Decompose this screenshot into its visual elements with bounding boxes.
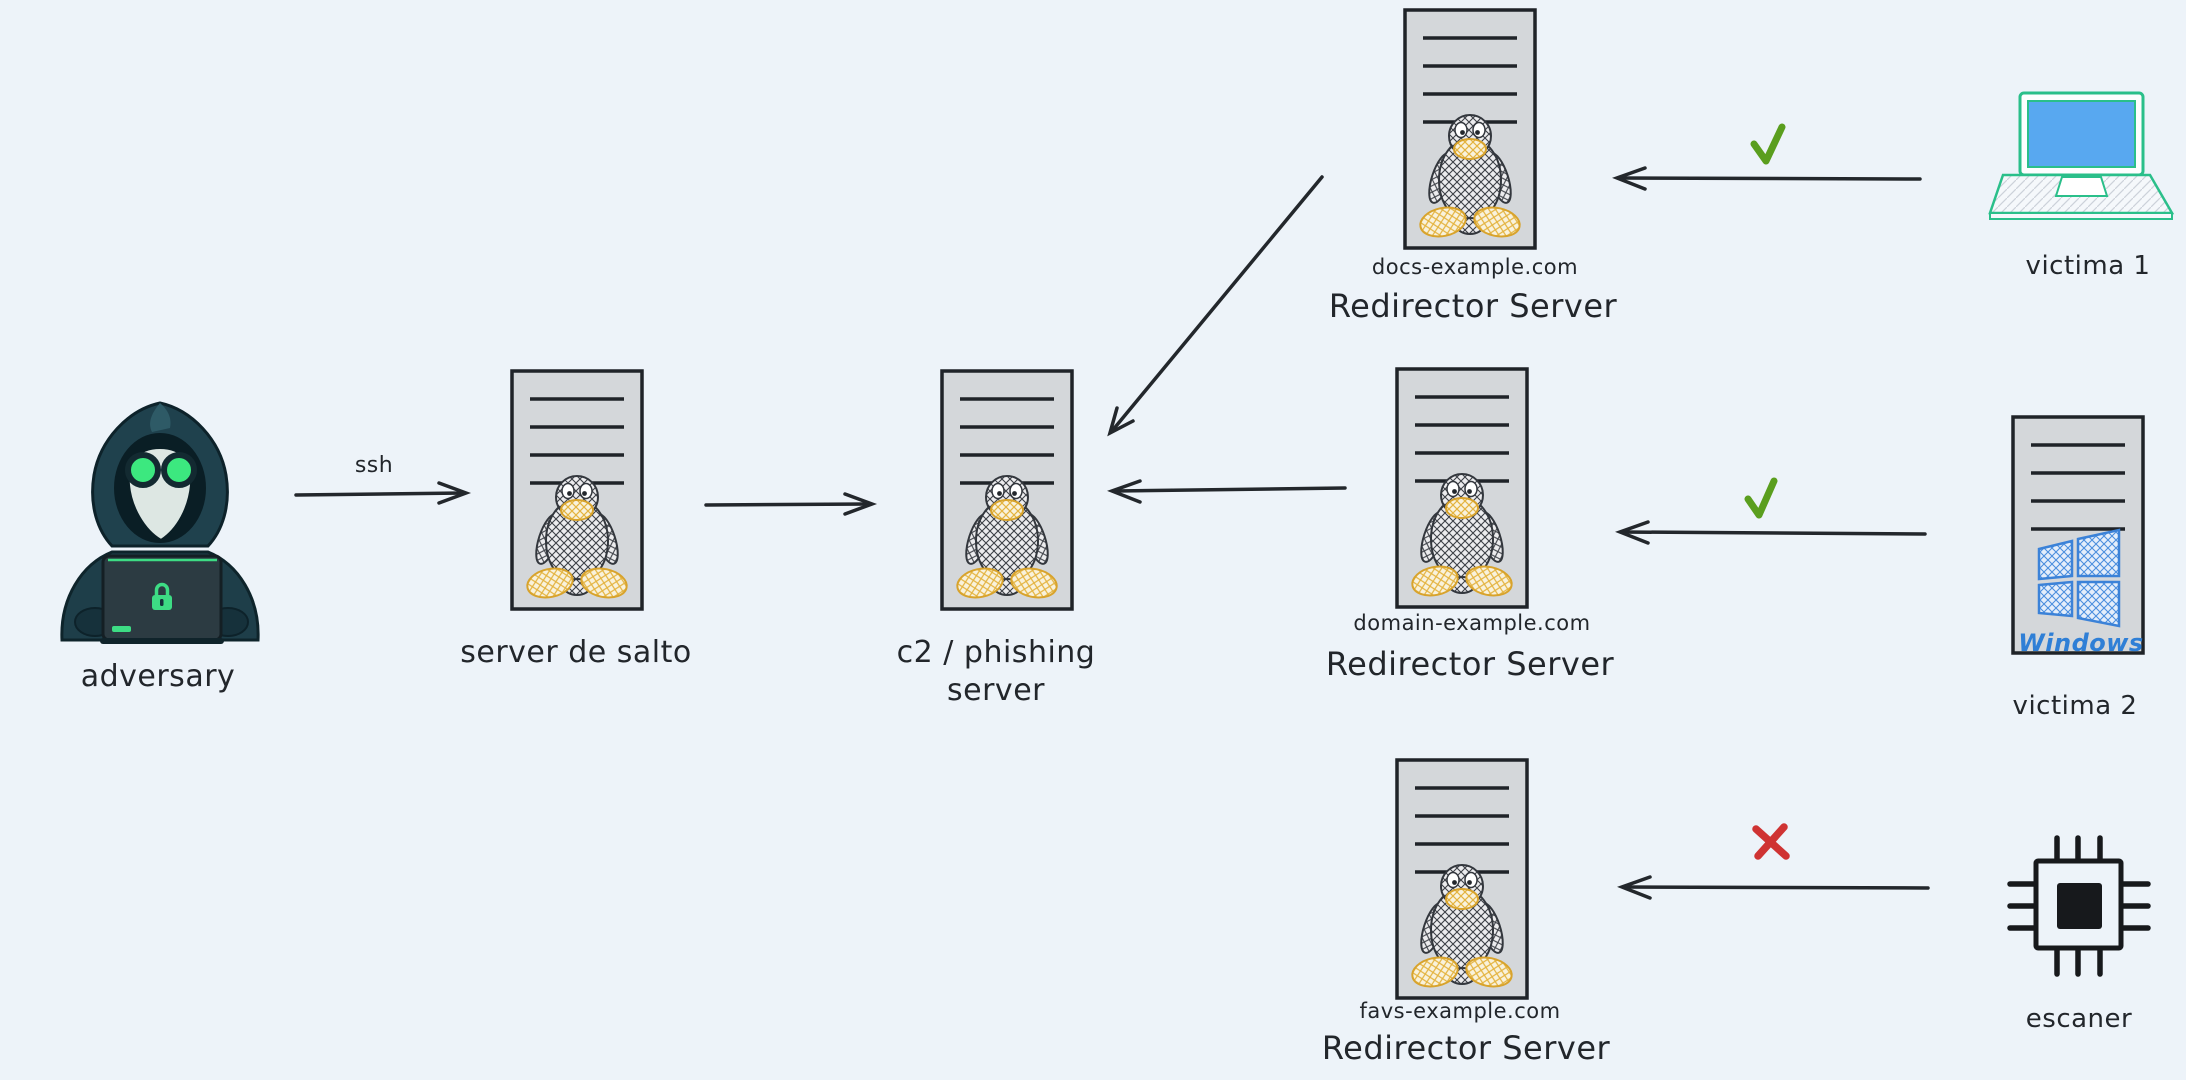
windows-label: Windows [2018, 629, 2144, 657]
redirector-middle-label: Redirector Server [1325, 645, 1615, 683]
laptop-icon [1988, 91, 2175, 220]
victim2-label: victima 2 [2012, 691, 2138, 721]
redirector-middle-icon [1397, 369, 1527, 607]
scanner-label: escaner [2025, 1004, 2133, 1034]
edge-scanner-to-redirector-bottom [1617, 875, 1930, 900]
chip-icon [2007, 835, 2151, 977]
redirector-bottom-domain: favs-example.com [1359, 999, 1561, 1023]
edge-victim2-to-redirector-middle [1615, 520, 1927, 545]
windows-server-icon [2011, 415, 2145, 655]
redirector-middle-domain: domain-example.com [1353, 611, 1591, 635]
jump-server-label: server de salto [460, 635, 692, 670]
edge-redirector-top-to-c2 [1107, 175, 1324, 437]
redirector-bottom-icon [1397, 760, 1527, 998]
ssh-edge-label: ssh [354, 453, 394, 478]
redirector-top-label: Redirector Server [1328, 287, 1618, 325]
c2-server-icon [942, 371, 1072, 609]
redirector-top-domain: docs-example.com [1371, 255, 1579, 279]
edge-adversary-to-jump-server [294, 481, 472, 505]
redirector-bottom-label: Redirector Server [1321, 1029, 1611, 1067]
adversary-label: adversary [80, 659, 236, 694]
jump-server-icon [512, 371, 642, 609]
edge-jump-server-to-c2 [704, 492, 878, 516]
hooded-hacker-illustration [60, 401, 260, 644]
red-x-icon [1752, 823, 1790, 860]
victim1-label: victima 1 [2025, 251, 2151, 281]
green-checkmark-icon-top [1750, 123, 1786, 165]
edge-redirector-middle-to-c2 [1107, 479, 1347, 504]
green-checkmark-icon-middle [1744, 477, 1778, 519]
windows-logo-icon [2037, 528, 2121, 628]
redirector-top-icon [1405, 10, 1535, 248]
edge-victim1-to-redirector-top [1612, 166, 1922, 191]
c2-server-label: c2 / phishing server [896, 635, 1096, 708]
